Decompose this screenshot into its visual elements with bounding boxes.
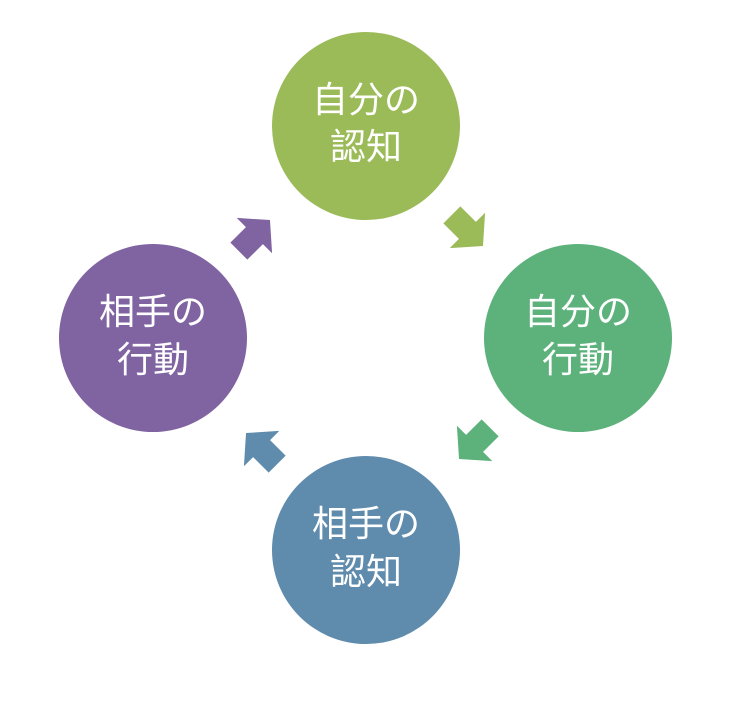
- node-other-action-line1: 相手の: [99, 292, 207, 333]
- node-other-cognition-line1: 相手の: [312, 504, 420, 545]
- arrow-other-cognition-to-other-action: [243, 430, 286, 473]
- node-other-cognition: 相手の 認知: [272, 456, 460, 644]
- arrow-other-action-to-self-cognition-shape: [230, 217, 273, 260]
- arrow-self-cognition-to-self-action: [443, 206, 486, 249]
- node-self-cognition-circle: [272, 32, 460, 220]
- arrow-other-action-to-self-cognition: [230, 217, 273, 260]
- node-self-cognition-line2: 認知: [330, 127, 402, 168]
- arrow-self-action-to-other-cognition: [456, 419, 499, 462]
- node-other-cognition-circle: [272, 456, 460, 644]
- arrow-self-action-to-other-cognition-shape: [456, 419, 499, 462]
- node-other-action-line2: 行動: [117, 340, 189, 381]
- arrow-other-cognition-to-other-action-shape: [243, 430, 286, 473]
- node-self-action-circle: [484, 244, 672, 432]
- node-other-cognition-line2: 認知: [330, 552, 402, 593]
- node-other-action: 相手の 行動: [59, 244, 247, 432]
- arrow-self-cognition-to-self-action-shape: [443, 206, 486, 249]
- node-self-action-line2: 行動: [542, 340, 614, 381]
- node-self-action-line1: 自分の: [524, 292, 632, 333]
- node-self-action: 自分の 行動: [484, 244, 672, 432]
- node-self-cognition: 自分の 認知: [272, 32, 460, 220]
- node-self-cognition-line1: 自分の: [312, 80, 420, 121]
- node-other-action-circle: [59, 244, 247, 432]
